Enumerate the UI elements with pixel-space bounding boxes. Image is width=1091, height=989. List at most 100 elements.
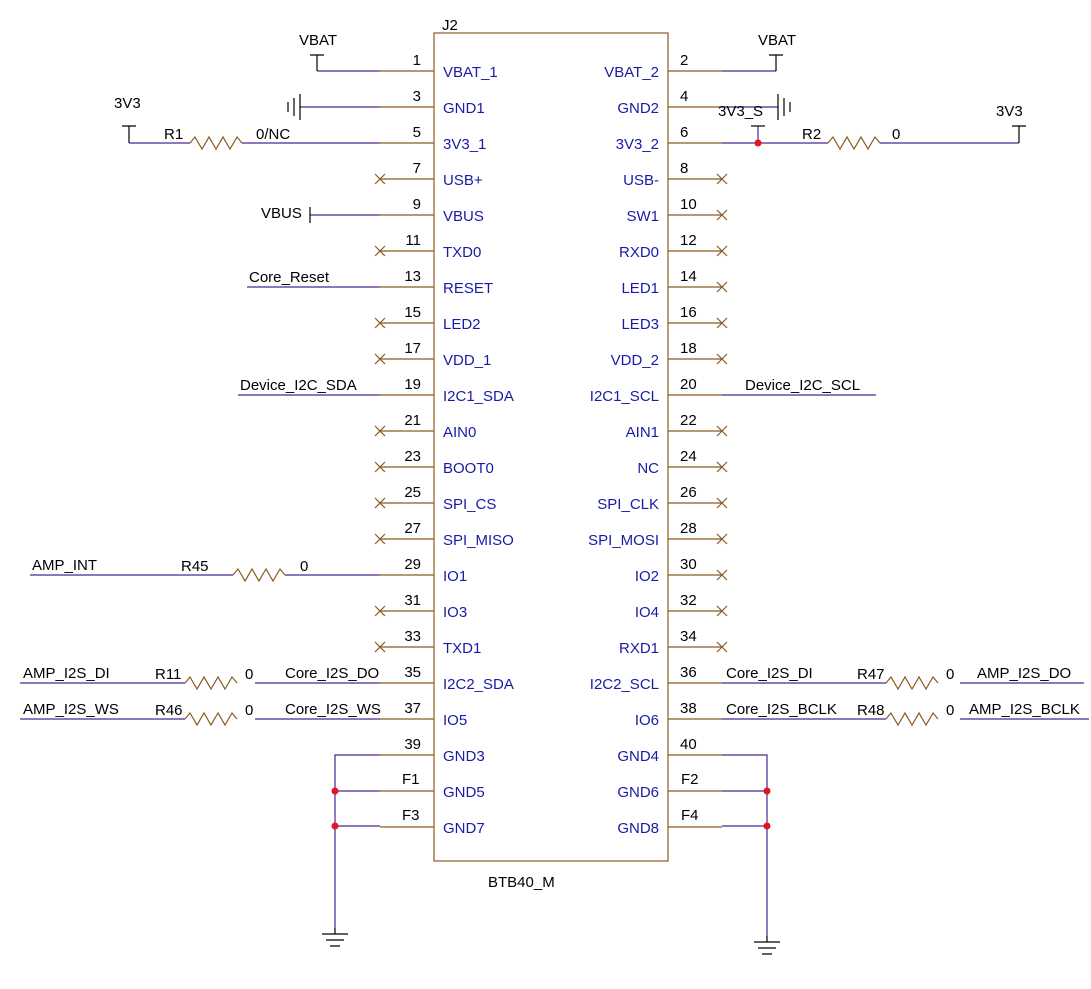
amp-i2s-di-label: AMP_I2S_DI [23,665,110,682]
connector-body [433,32,669,862]
junction-gnd8 [763,822,771,830]
no-connect-icon [716,425,728,437]
no-connect-icon [374,533,386,545]
pin-number: 9 [413,196,421,213]
device-i2c-sda-net: Device_I2C_SDA [238,377,380,396]
f4-label: F4 [681,807,699,824]
pin-name: SPI_CLK [597,496,659,513]
pin-number: 20 [680,376,697,393]
pin-name: RESET [443,280,493,297]
pin-number: 28 [680,520,697,537]
f1-label: F1 [402,771,420,788]
no-connect-icon [716,461,728,473]
r47-value: 0 [946,666,954,683]
v3v3-right-power-symbol [1012,125,1026,143]
vbat-left-net: VBAT [299,32,380,72]
vbus-net: VBUS [261,205,380,223]
pin-name: VDD_1 [443,352,491,369]
pin-number: 5 [413,124,421,141]
no-connect-icon [716,533,728,545]
v3v3-left-power-symbol [122,125,136,143]
amp-i2s-ws-label: AMP_I2S_WS [23,701,119,718]
pin-number: 14 [680,268,697,285]
pin-name: RXD0 [619,244,659,261]
junction-gnd6 [763,787,771,795]
right-pin-column: 2VBAT_24GND263V3_28USB-10SW112RXD014LED1… [588,52,728,837]
pin-gnd8: GND8 [617,820,722,837]
f3-label: F3 [402,807,420,824]
r2-ref: R2 [802,126,821,143]
no-connect-icon [716,605,728,617]
pin-name: GND3 [443,748,485,765]
no-connect-icon [716,569,728,581]
core-i2s-di-net: Core_I2S_DI R47 0 AMP_I2S_DO [722,665,1084,691]
r48-ref: R48 [857,702,885,719]
pin-name: IO3 [443,604,467,621]
pin-number: 37 [404,700,421,717]
pin-name: I2C1_SCL [590,388,659,405]
device-i2c-sda-label: Device_I2C_SDA [240,377,357,394]
pin-number: 15 [404,304,421,321]
amp-i2s-di-net: AMP_I2S_DI R11 0 Core_I2S_DO [20,665,380,691]
ground-bottom-right-symbol [754,936,780,955]
pin-name: VBAT_2 [604,64,659,81]
pin-gnd7: GND7 [380,820,485,837]
pin-name: AIN1 [626,424,659,441]
r2-net: 3V3 3V3_S R2 0 [718,103,1026,151]
junction-gnd7 [331,822,339,830]
pin-number: 7 [413,160,421,177]
left-pin-column: 1VBAT_13GND153V3_17USB+9VBUS11TXD013RESE… [374,52,514,837]
pin-number: 32 [680,592,697,609]
pin-number: 40 [680,736,697,753]
pin-number: 11 [405,232,421,249]
core-i2s-ws-label: Core_I2S_WS [285,701,381,718]
pin-number: 24 [680,448,697,465]
r46-ref: R46 [155,702,183,719]
pin-name: AIN0 [443,424,476,441]
pin-name: SPI_MISO [443,532,514,549]
ground-left-symbol [287,94,301,120]
device-i2c-scl-net: Device_I2C_SCL [722,377,876,396]
pin-name: IO6 [635,712,659,729]
pin-name: 3V3_1 [443,136,486,153]
pin-name: I2C2_SDA [443,676,514,693]
pin-number: 10 [680,196,697,213]
pin-gnd5: GND5 [380,784,485,801]
r45-value: 0 [300,558,308,575]
amp-i2s-do-label: AMP_I2S_DO [977,665,1071,682]
pin-name: GND1 [443,100,485,117]
pin-name: TXD0 [443,244,481,261]
core-reset-net: Core_Reset [247,269,380,288]
no-connect-icon [716,353,728,365]
amp-int-net: AMP_INT R45 0 [30,557,380,583]
no-connect-icon [716,641,728,653]
pin-name: SPI_CS [443,496,496,513]
no-connect-icon [374,497,386,509]
ground-bus-right: F2 F4 [681,754,780,955]
pin-name: SW1 [626,208,659,225]
core-reset-label: Core_Reset [249,269,330,286]
no-connect-icon [374,641,386,653]
no-connect-icon [374,173,386,185]
r47-resistor [885,675,939,691]
pin-number: 21 [404,412,421,429]
pin-number: 16 [680,304,697,321]
pin-name: BOOT0 [443,460,494,477]
junction-gnd5 [331,787,339,795]
